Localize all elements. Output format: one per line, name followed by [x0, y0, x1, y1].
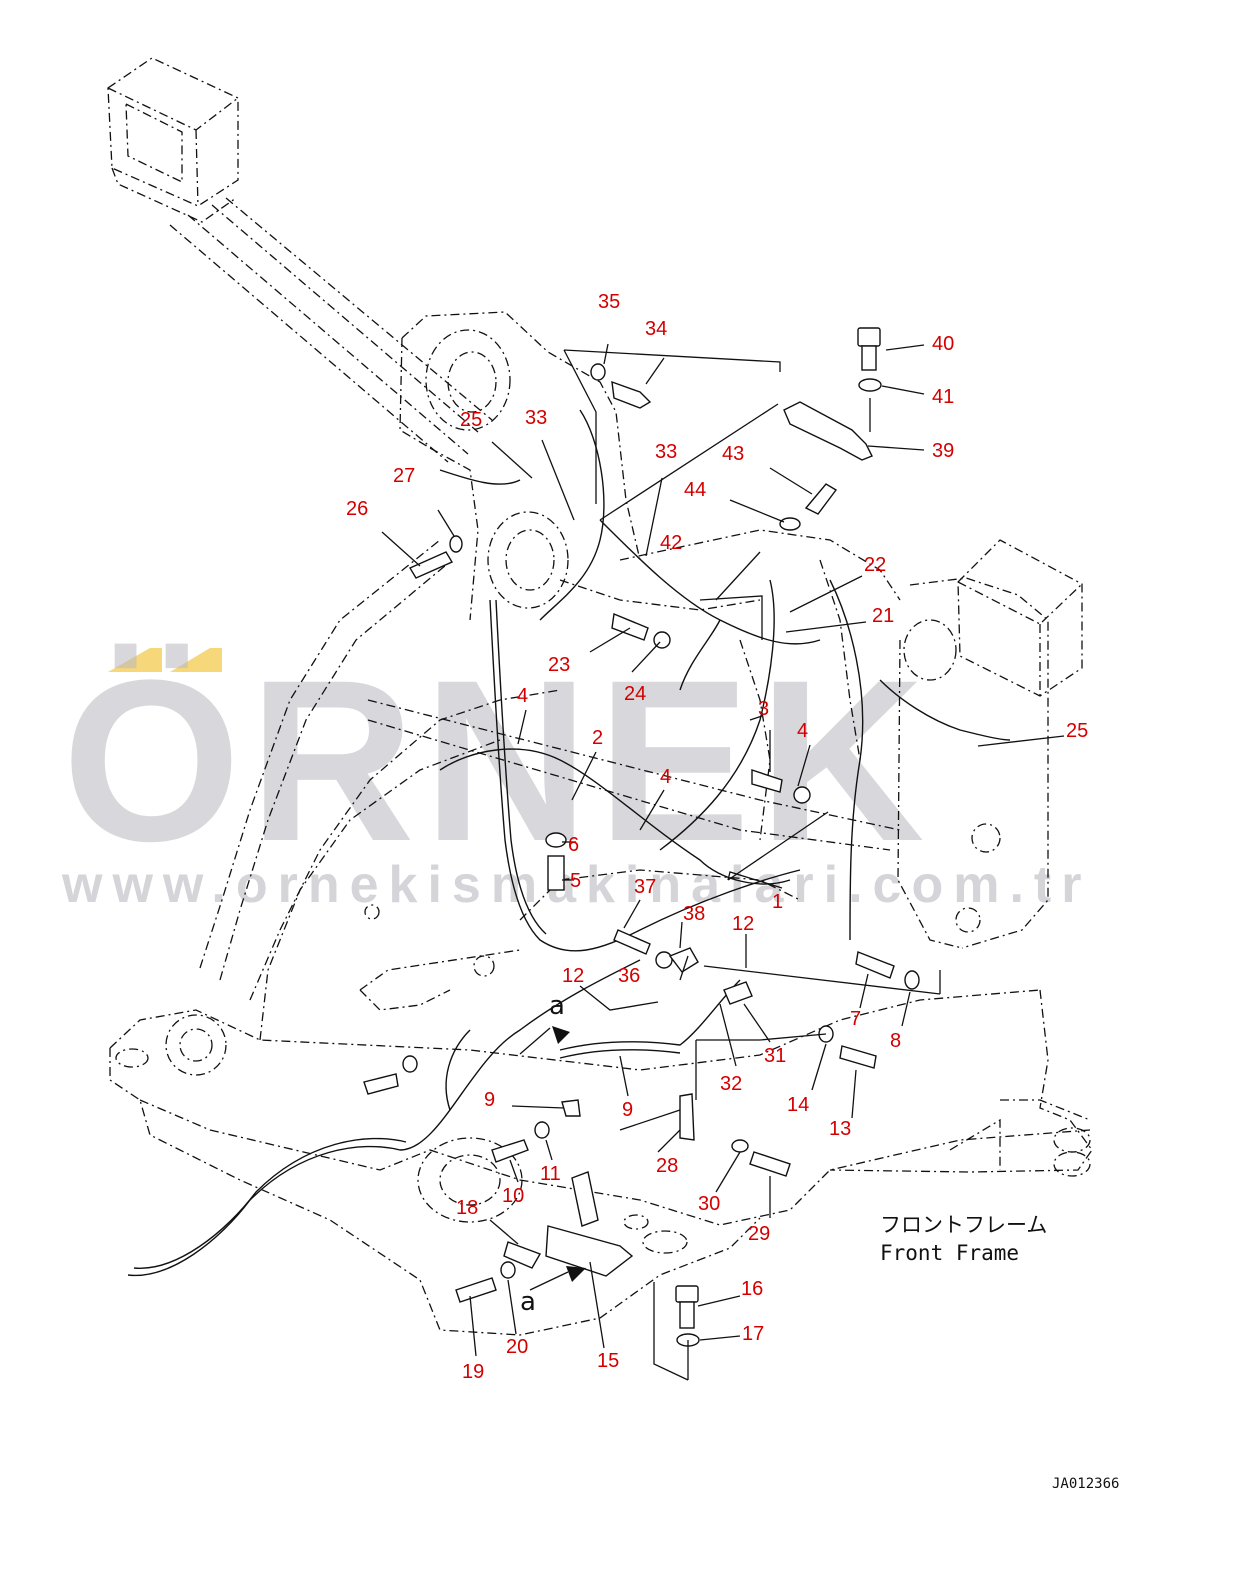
callout-35: 35 [598, 291, 620, 313]
callout-41: 41 [932, 386, 954, 408]
callout-18: 18 [456, 1197, 478, 1219]
parts [363, 327, 920, 1347]
callout-14: 14 [787, 1094, 809, 1116]
callout-7: 7 [850, 1008, 861, 1030]
callout-20: 20 [506, 1336, 528, 1358]
callout-40: 40 [932, 333, 954, 355]
callout-25: 25 [1066, 720, 1088, 742]
watermark-accent-mark-left [108, 648, 162, 672]
callout-31: 31 [764, 1045, 786, 1067]
leader-lines [381, 343, 1065, 1381]
callout-43: 43 [722, 443, 744, 465]
callout-22: 22 [864, 554, 886, 576]
callout-28: 28 [656, 1155, 678, 1177]
document-id: JA012366 [1052, 1476, 1119, 1492]
callout-3: 3 [758, 698, 769, 720]
callout-9: 9 [622, 1099, 633, 1121]
callout-30: 30 [698, 1193, 720, 1215]
watermark-brand: ÖRNEK [62, 632, 933, 889]
callout-36: 36 [618, 965, 640, 987]
front-frame-label-jp: フロントフレーム [880, 1213, 1047, 1237]
callout-5: 5 [570, 870, 581, 892]
section-marker-lower: a [520, 1287, 536, 1317]
watermark-accent-mark-right [170, 648, 222, 672]
callout-21: 21 [872, 605, 894, 627]
callout-32: 32 [720, 1073, 742, 1095]
callout-27: 27 [393, 465, 415, 487]
callout-37: 37 [634, 876, 656, 898]
callout-8: 8 [890, 1030, 901, 1052]
callout-4: 4 [517, 685, 528, 707]
callout-9: 9 [484, 1089, 495, 1111]
callout-2: 2 [592, 727, 603, 749]
callout-12: 12 [732, 913, 754, 935]
front-frame-label-en: Front Frame [880, 1241, 1019, 1265]
callout-25: 25 [460, 409, 482, 431]
wiring-harness [127, 409, 1011, 1277]
section-marker-upper: a [549, 991, 565, 1021]
callout-13: 13 [829, 1118, 851, 1140]
callout-19: 19 [462, 1361, 484, 1383]
callout-10: 10 [502, 1185, 524, 1207]
callout-44: 44 [684, 479, 706, 501]
callout-33: 33 [655, 441, 677, 463]
arrow-lower-head-icon [566, 1266, 586, 1282]
section-markers: a a [519, 991, 586, 1317]
callout-42: 42 [660, 532, 682, 554]
arrow-upper-icon [519, 1027, 551, 1055]
arrow-upper-head-icon [552, 1026, 570, 1044]
callout-12: 12 [562, 965, 584, 987]
callout-39: 39 [932, 440, 954, 462]
callout-11: 11 [540, 1163, 561, 1185]
callout-15: 15 [597, 1350, 619, 1372]
callout-29: 29 [748, 1223, 770, 1245]
callout-38: 38 [683, 903, 705, 925]
arrow-lower-icon [529, 1271, 569, 1291]
callout-34: 34 [645, 318, 667, 340]
callout-23: 23 [548, 654, 570, 676]
callout-26: 26 [346, 498, 368, 520]
callout-1: 1 [772, 891, 783, 913]
front-frame-outline [107, 57, 1093, 1336]
callout-16: 16 [741, 1278, 763, 1300]
callout-4: 4 [797, 720, 808, 742]
callout-4: 4 [660, 766, 671, 788]
callout-17: 17 [742, 1323, 764, 1345]
callout-24: 24 [624, 683, 646, 705]
callout-6: 6 [568, 834, 579, 856]
callout-33: 33 [525, 407, 547, 429]
